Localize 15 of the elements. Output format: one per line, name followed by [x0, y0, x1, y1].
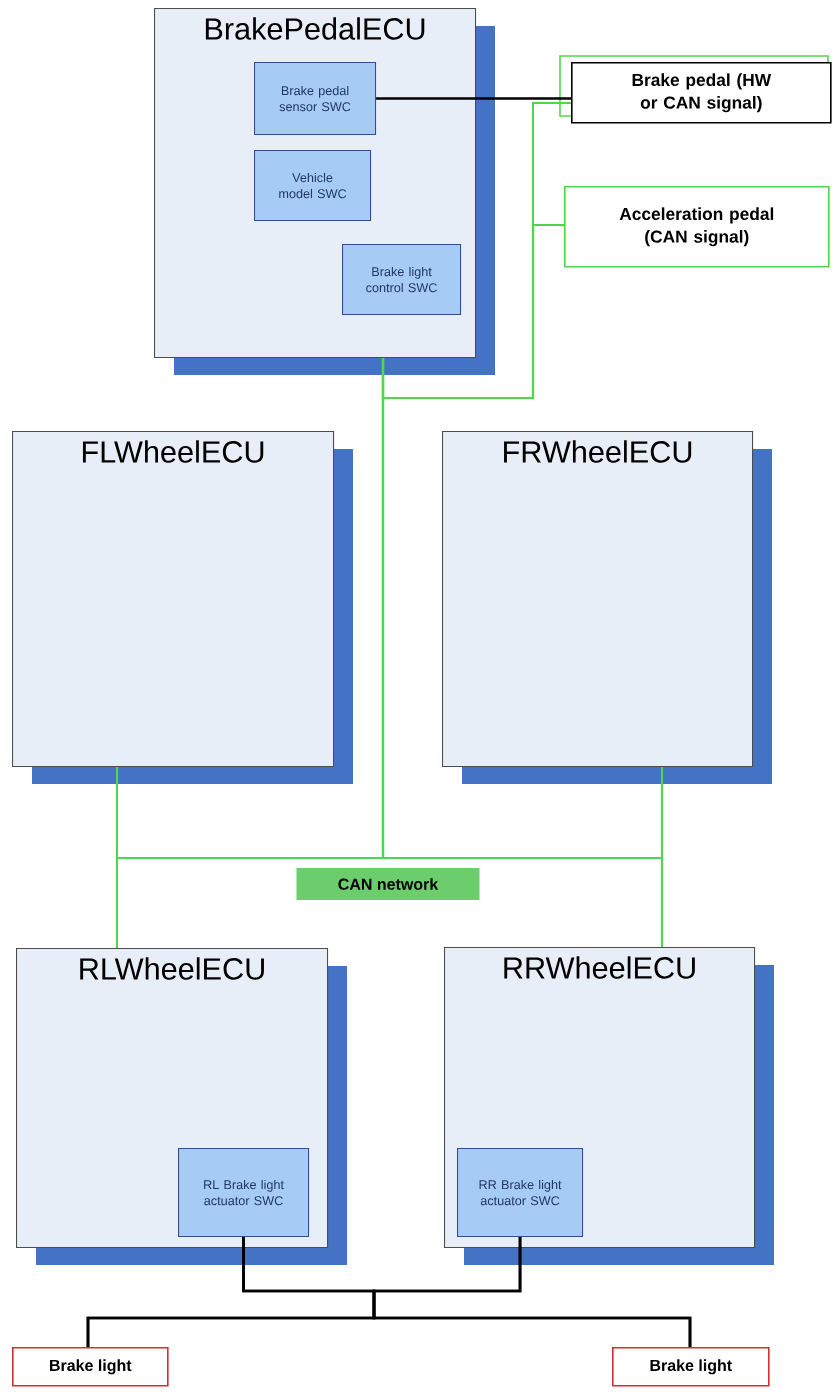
- signal-box: Brake pedal (HW or CAN signal): [559, 55, 832, 124]
- brake-light-box: Brake light: [612, 1347, 770, 1387]
- software-component-box: RR Brake light actuator SWC: [457, 1148, 584, 1238]
- software-component-box: Brake light control SWC: [342, 244, 462, 316]
- connector-line: [381, 223, 564, 400]
- ecu-box: FRWheelECU: [442, 431, 772, 784]
- connector-line: [372, 1237, 692, 1347]
- software-component-box: Brake pedal sensor SWC: [254, 62, 377, 136]
- network-label: CAN network: [296, 868, 480, 900]
- software-component-box: RL Brake light actuator SWC: [178, 1148, 310, 1238]
- brake-light-box: Brake light: [12, 1347, 169, 1387]
- ecu-box: FLWheelECU: [12, 431, 353, 784]
- software-component-box: Vehicle model SWC: [254, 150, 372, 222]
- connector-line: [376, 97, 571, 100]
- signal-box: Acceleration pedal (CAN signal): [564, 186, 830, 268]
